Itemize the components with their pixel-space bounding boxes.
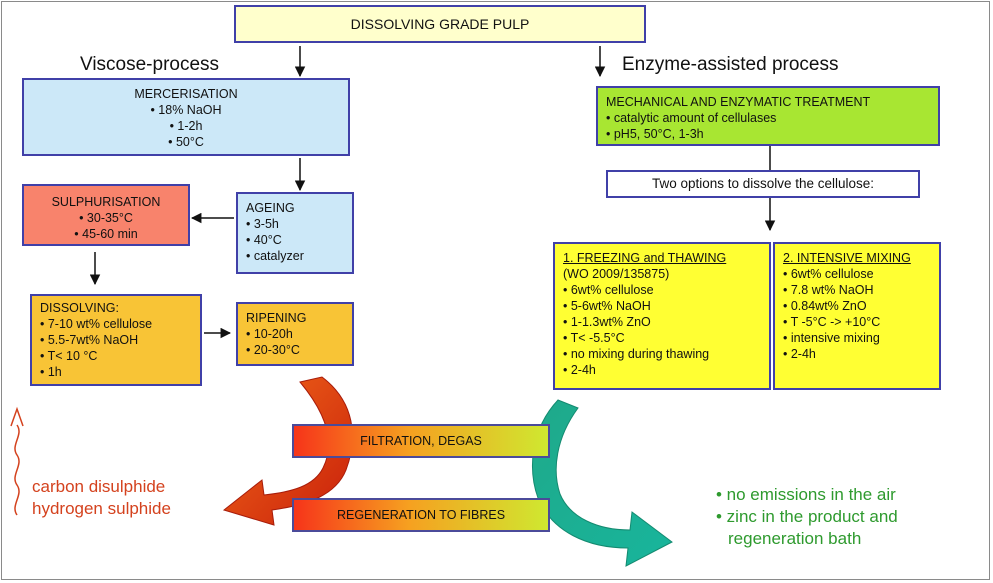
freezing-title: 1. FREEZING and THAWING <box>563 251 727 265</box>
options-text: Two options to dissolve the cellulose: <box>651 176 875 191</box>
sulphurisation-item: • 30-35°C <box>79 211 133 225</box>
dissolving-item: • 7-10 wt% cellulose <box>40 317 153 331</box>
regeneration-label: REGENERATION TO FIBRES <box>336 508 506 522</box>
emission-arrow-head <box>10 406 24 427</box>
regeneration-bar: REGENERATION TO FIBRES <box>292 498 550 532</box>
ageing-item: • 40°C <box>246 233 282 247</box>
mercerisation-title: MERCERISATION <box>134 87 238 101</box>
teal-cycle-arrow <box>532 399 673 567</box>
freezing-item: • 6wt% cellulose <box>563 283 654 297</box>
dissolving-item: • 1h <box>40 365 62 379</box>
benefit-item: • zinc in the product and <box>716 507 898 526</box>
treatment-item: • catalytic amount of cellulases <box>606 111 777 125</box>
freezing-subtitle: (WO 2009/135875) <box>563 267 670 281</box>
ripening-item: • 20-30°C <box>246 343 300 357</box>
ageing-box: AGEING • 3-5h • 40°C • catalyzer <box>236 192 354 274</box>
mixing-item: • 0.84wt% ZnO <box>783 299 867 313</box>
ripening-item: • 10-20h <box>246 327 293 341</box>
mercerisation-item: • 50°C <box>168 135 204 149</box>
mixing-title: 2. INTENSIVE MIXING <box>783 251 911 265</box>
mixing-item: • intensive mixing <box>783 331 880 345</box>
sulphurisation-title: SULPHURISATION <box>51 195 161 209</box>
ageing-title: AGEING <box>246 201 295 215</box>
filtration-label: FILTRATION, DEGAS <box>360 434 482 448</box>
pulp-title: DISSOLVING GRADE PULP <box>350 16 530 32</box>
dissolving-box: DISSOLVING: • 7-10 wt% cellulose • 5.5-7… <box>30 294 202 386</box>
freezing-item: • 1-1.3wt% ZnO <box>563 315 651 329</box>
dissolving-grade-pulp-box: DISSOLVING GRADE PULP <box>234 5 646 43</box>
freezing-item: • no mixing during thawing <box>563 347 710 361</box>
filtration-degas-bar: FILTRATION, DEGAS <box>292 424 550 458</box>
ageing-item: • catalyzer <box>246 249 304 263</box>
freezing-item: • 5-6wt% NaOH <box>563 299 651 313</box>
ageing-item: • 3-5h <box>246 217 279 231</box>
dissolve-options-box: Two options to dissolve the cellulose: <box>606 170 920 198</box>
mercerisation-box: MERCERISATION • 18% NaOH • 1-2h • 50°C <box>22 78 350 156</box>
enzymatic-treatment-box: MECHANICAL AND ENZYMATIC TREATMENT • cat… <box>596 86 940 146</box>
mixing-item: • 2-4h <box>783 347 816 361</box>
treatment-item: • pH5, 50°C, 1-3h <box>606 127 704 141</box>
mixing-item: • 6wt% cellulose <box>783 267 874 281</box>
benefit-item: regeneration bath <box>728 529 862 548</box>
viscose-heading: Viscose-process <box>80 54 220 75</box>
treatment-title: MECHANICAL AND ENZYMATIC TREATMENT <box>606 95 871 109</box>
sulphurisation-item: • 45-60 min <box>74 227 138 241</box>
mercerisation-item: • 1-2h <box>169 119 203 133</box>
freezing-item: • 2-4h <box>563 363 596 377</box>
benefit-item: • no emissions in the air <box>716 485 896 504</box>
benefits-note: • no emissions in the air • zinc in the … <box>716 484 898 550</box>
ripening-title: RIPENING <box>246 311 307 325</box>
emission-wavy-arrow <box>14 424 20 516</box>
freezing-thawing-box: 1. FREEZING and THAWING (WO 2009/135875)… <box>553 242 771 390</box>
intensive-mixing-box: 2. INTENSIVE MIXING • 6wt% cellulose • 7… <box>773 242 941 390</box>
mixing-item: • 7.8 wt% NaOH <box>783 283 874 297</box>
emission-item: hydrogen sulphide <box>32 499 171 518</box>
freezing-item: • T< -5.5°C <box>563 331 625 345</box>
emissions-note: carbon disulphide hydrogen sulphide <box>32 476 171 520</box>
enzyme-heading: Enzyme-assisted process <box>622 54 839 75</box>
mixing-item: • T -5°C -> +10°C <box>783 315 881 329</box>
mercerisation-item: • 18% NaOH <box>150 103 222 117</box>
dissolving-title: DISSOLVING: <box>40 301 119 315</box>
sulphurisation-box: SULPHURISATION • 30-35°C • 45-60 min <box>22 184 190 246</box>
dissolving-item: • T< 10 °C <box>40 349 98 363</box>
dissolving-item: • 5.5-7wt% NaOH <box>40 333 139 347</box>
ripening-box: RIPENING • 10-20h • 20-30°C <box>236 302 354 366</box>
emission-item: carbon disulphide <box>32 477 166 496</box>
